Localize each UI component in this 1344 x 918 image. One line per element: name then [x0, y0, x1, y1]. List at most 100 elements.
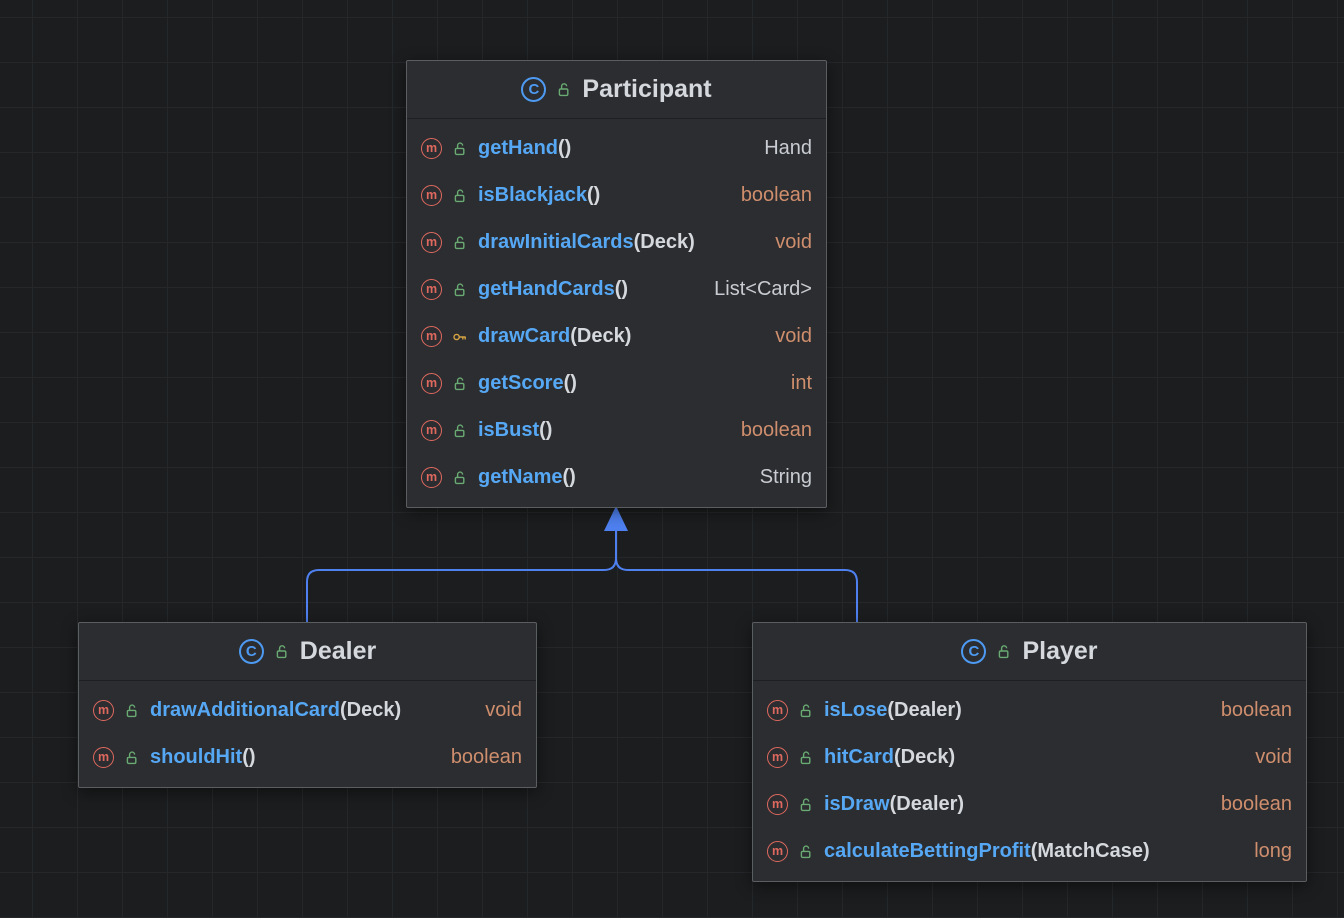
method-return-type: void — [485, 699, 522, 721]
method-params: () — [558, 137, 572, 159]
method-row[interactable]: m getScore() int — [407, 360, 826, 407]
unlocked-padlock-icon — [798, 750, 814, 766]
class-title: Participant — [582, 75, 712, 103]
method-params: () — [563, 372, 577, 394]
unlocked-padlock-icon — [798, 797, 814, 813]
class-title: Dealer — [299, 637, 377, 665]
method-icon: m — [421, 279, 442, 300]
method-return-type: boolean — [1220, 793, 1292, 815]
method-params: () — [586, 184, 601, 206]
class-header[interactable]: C Player — [753, 623, 1306, 681]
method-icon: m — [767, 747, 788, 768]
unlocked-padlock-icon — [124, 750, 140, 766]
class-methods: m isLose(Dealer) boolean m hitCard(Deck)… — [753, 681, 1306, 881]
method-name: shouldHit — [150, 746, 243, 768]
class-player[interactable]: C Player m isLose(Dealer) boolean m hitC… — [752, 622, 1307, 882]
edge-dealer-to-participant — [306, 531, 617, 622]
method-return-type: void — [1255, 746, 1292, 768]
method-params: (Deck) — [570, 325, 632, 347]
method-icon: m — [421, 138, 442, 159]
method-name: getScore — [478, 372, 564, 394]
method-row[interactable]: m isLose(Dealer) boolean — [753, 687, 1306, 734]
method-return-type: int — [790, 372, 812, 394]
method-icon: m — [421, 326, 442, 347]
method-icon: m — [767, 794, 788, 815]
method-return-type: void — [775, 231, 812, 253]
method-name: drawCard — [478, 325, 571, 347]
method-row[interactable]: m drawInitialCards(Deck) void — [407, 219, 826, 266]
method-icon: m — [421, 185, 442, 206]
method-params: (Deck) — [633, 231, 695, 253]
protected-key-icon — [452, 329, 468, 345]
method-row[interactable]: m getHand() Hand — [407, 125, 826, 172]
method-return-type: long — [1254, 840, 1292, 862]
method-name: getHandCards — [478, 278, 615, 300]
method-name: drawAdditionalCard — [150, 699, 341, 721]
class-participant[interactable]: C Participant m getHand() Hand m isBlack… — [406, 60, 827, 508]
method-name: isBust — [478, 419, 540, 441]
method-return-type: String — [759, 466, 812, 488]
unlocked-padlock-icon — [452, 282, 468, 298]
method-return-type: boolean — [740, 184, 812, 206]
method-icon: m — [93, 700, 114, 721]
unlocked-padlock-icon — [274, 644, 290, 660]
method-name: isBlackjack — [478, 184, 587, 206]
method-row[interactable]: m isBlackjack() boolean — [407, 172, 826, 219]
method-params: (Dealer) — [887, 699, 962, 721]
method-name: isDraw — [824, 793, 890, 815]
method-row[interactable]: m shouldHit() boolean — [79, 734, 536, 781]
method-return-type: boolean — [1220, 699, 1292, 721]
method-row[interactable]: m isDraw(Dealer) boolean — [753, 781, 1306, 828]
class-title: Player — [1022, 637, 1098, 665]
class-header[interactable]: C Dealer — [79, 623, 536, 681]
unlocked-padlock-icon — [124, 703, 140, 719]
method-params: (MatchCase) — [1030, 840, 1150, 862]
method-row[interactable]: m getHandCards() List<Card> — [407, 266, 826, 313]
method-params: () — [562, 466, 576, 488]
class-methods: m drawAdditionalCard(Deck) void m should… — [79, 681, 536, 787]
method-name: isLose — [824, 699, 888, 721]
unlocked-padlock-icon — [556, 82, 572, 98]
unlocked-padlock-icon — [452, 235, 468, 251]
method-name: hitCard — [824, 746, 894, 768]
class-icon: C — [961, 639, 987, 664]
method-return-type: Hand — [764, 137, 812, 159]
method-name: getHand — [478, 137, 558, 159]
method-icon: m — [767, 700, 788, 721]
method-row[interactable]: m calculateBettingProfit(MatchCase) long — [753, 828, 1306, 875]
method-row[interactable]: m drawAdditionalCard(Deck) void — [79, 687, 536, 734]
method-params: (Deck) — [894, 746, 956, 768]
method-return-type: List<Card> — [714, 278, 812, 300]
method-params: (Deck) — [340, 699, 402, 721]
method-name: drawInitialCards — [478, 231, 634, 253]
method-row[interactable]: m isBust() boolean — [407, 407, 826, 454]
unlocked-padlock-icon — [798, 703, 814, 719]
edge-player-to-participant — [615, 531, 858, 622]
method-name: calculateBettingProfit — [824, 840, 1031, 862]
class-dealer[interactable]: C Dealer m drawAdditionalCard(Deck) void… — [78, 622, 537, 788]
unlocked-padlock-icon — [452, 470, 468, 486]
method-row[interactable]: m drawCard(Deck) void — [407, 313, 826, 360]
method-row[interactable]: m hitCard(Deck) void — [753, 734, 1306, 781]
method-row[interactable]: m getName() String — [407, 454, 826, 501]
inheritance-arrowhead-icon — [604, 506, 628, 531]
unlocked-padlock-icon — [452, 423, 468, 439]
method-params: () — [539, 419, 553, 441]
method-icon: m — [421, 373, 442, 394]
method-params: (Dealer) — [889, 793, 965, 815]
unlocked-padlock-icon — [996, 644, 1012, 660]
method-icon: m — [421, 420, 442, 441]
class-header[interactable]: C Participant — [407, 61, 826, 119]
unlocked-padlock-icon — [452, 188, 468, 204]
unlocked-padlock-icon — [798, 844, 814, 860]
method-params: () — [242, 746, 256, 768]
method-name: getName — [478, 466, 563, 488]
unlocked-padlock-icon — [452, 141, 468, 157]
class-icon: C — [521, 77, 547, 102]
method-icon: m — [421, 467, 442, 488]
method-return-type: boolean — [450, 746, 522, 768]
method-return-type: void — [775, 325, 812, 347]
unlocked-padlock-icon — [452, 376, 468, 392]
method-icon: m — [767, 841, 788, 862]
